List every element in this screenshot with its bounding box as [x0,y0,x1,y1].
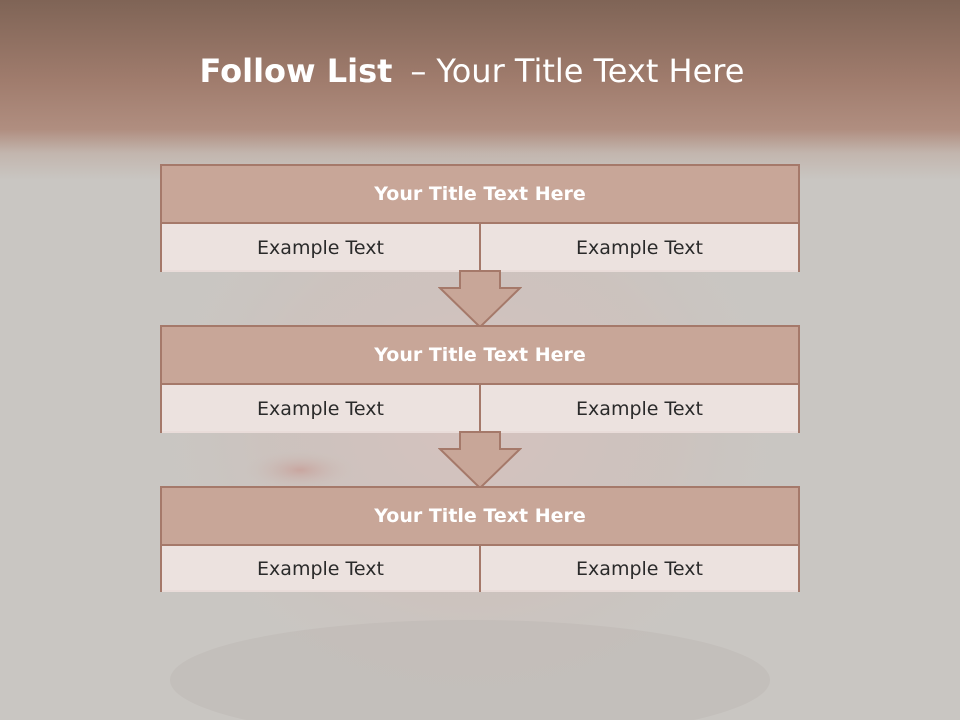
slide-title-dash: – [410,52,427,90]
step-3-right-cell: Example Text [481,546,798,592]
step-box-3: Your Title Text Here Example Text Exampl… [160,486,800,592]
step-box-2: Your Title Text Here Example Text Exampl… [160,325,800,433]
step-box-1: Your Title Text Here Example Text Exampl… [160,164,800,272]
step-2-left-cell: Example Text [162,385,481,433]
step-2-row: Example Text Example Text [162,385,798,433]
step-2-right-cell: Example Text [481,385,798,433]
slide-title-bold: Follow List [199,52,393,90]
slide-title-rest: Your Title Text Here [436,52,745,90]
step-1-heading: Your Title Text Here [162,166,798,224]
step-1-row: Example Text Example Text [162,224,798,272]
slide-title: Follow List–Your Title Text Here [0,52,944,90]
step-1-left-cell: Example Text [162,224,481,272]
step-2-heading: Your Title Text Here [162,327,798,385]
step-3-heading: Your Title Text Here [162,488,798,546]
step-1-right-cell: Example Text [481,224,798,272]
step-3-left-cell: Example Text [162,546,481,592]
title-band [0,0,960,180]
step-3-row: Example Text Example Text [162,546,798,592]
down-arrow-icon-1 [438,270,522,329]
down-arrow-icon-2 [438,431,522,490]
